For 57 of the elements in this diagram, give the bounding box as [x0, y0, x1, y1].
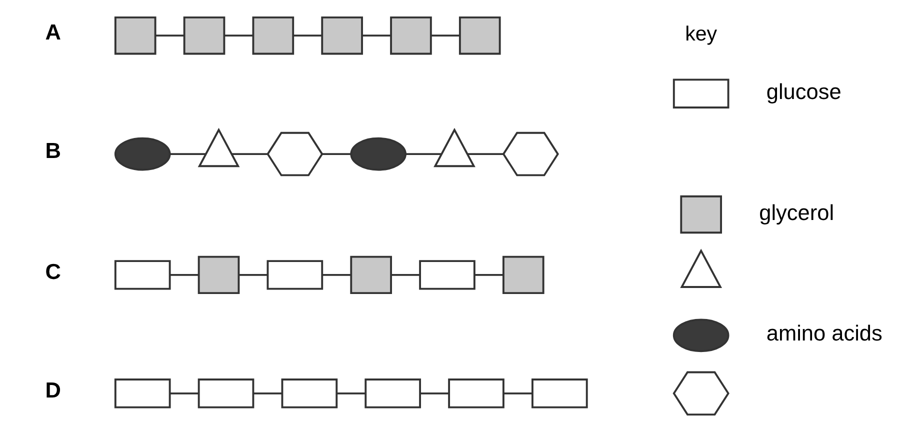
connector	[420, 392, 448, 394]
connector	[169, 392, 198, 394]
label: key	[684, 22, 717, 46]
connector	[405, 152, 442, 155]
connector	[362, 34, 390, 36]
connector	[293, 34, 322, 36]
label: A	[44, 19, 61, 44]
node-box	[114, 16, 156, 54]
node-box	[182, 16, 225, 54]
node-box	[350, 255, 392, 294]
node-box	[531, 378, 588, 408]
node-box	[418, 260, 475, 290]
node-box	[390, 16, 432, 54]
node-box	[320, 16, 362, 54]
label: C	[44, 258, 61, 284]
node-box	[252, 16, 294, 54]
node-box	[364, 378, 420, 408]
connector	[224, 34, 253, 36]
connector	[155, 34, 184, 36]
node-hexagon	[502, 131, 558, 176]
connector	[169, 152, 206, 155]
connector	[390, 273, 420, 276]
connector	[430, 34, 460, 36]
node-box	[502, 255, 544, 294]
connector	[252, 392, 282, 394]
connector	[238, 273, 267, 276]
node-box	[266, 260, 323, 290]
node-box	[280, 378, 338, 408]
connector	[231, 152, 267, 155]
connector	[503, 392, 532, 394]
node-hexagon	[672, 370, 729, 416]
node-box	[114, 260, 170, 290]
node-box	[672, 78, 729, 108]
node-hexagon	[266, 131, 323, 176]
node-triangle	[197, 127, 240, 167]
node-triangle	[433, 127, 475, 167]
legend-label: glucose	[766, 78, 841, 104]
connector	[322, 273, 350, 276]
label: D	[44, 377, 61, 402]
node-triangle	[680, 248, 722, 288]
connector	[322, 152, 350, 155]
connector	[474, 273, 503, 276]
legend-label: glycerol	[758, 199, 834, 224]
label: B	[44, 138, 61, 163]
node-box	[680, 194, 722, 234]
node-ellipse	[114, 136, 170, 170]
node-box	[197, 255, 240, 294]
node-box	[197, 378, 254, 408]
connector	[169, 273, 198, 276]
connector	[336, 392, 365, 394]
node-box	[114, 378, 170, 408]
connector	[467, 152, 503, 155]
node-box	[448, 378, 504, 408]
legend-label: amino acids	[766, 320, 882, 346]
node-ellipse	[350, 136, 406, 170]
node-box	[458, 16, 500, 54]
node-ellipse	[672, 318, 729, 352]
